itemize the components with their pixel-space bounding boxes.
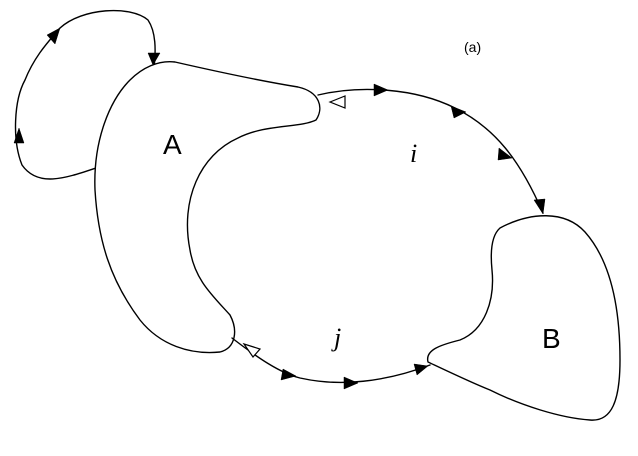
path-j-start-marker bbox=[242, 342, 262, 358]
path-i-start-marker bbox=[328, 95, 346, 109]
path-j-arrow-1 bbox=[280, 368, 297, 381]
path-j-label: j bbox=[331, 323, 341, 352]
region-b-label: B bbox=[542, 323, 561, 354]
region-a-shape bbox=[94, 61, 321, 354]
region-b-shape bbox=[426, 215, 621, 421]
region-a-label: A bbox=[163, 129, 182, 160]
path-i-arc bbox=[317, 88, 544, 214]
figure-tag: (a) bbox=[464, 39, 481, 55]
self-loop-arc bbox=[14, 9, 156, 180]
path-j-arrow-3 bbox=[413, 363, 429, 376]
path-i-arrow-1 bbox=[373, 83, 389, 97]
path-j-arc bbox=[231, 337, 431, 384]
path-i-arrow-3 bbox=[497, 147, 513, 161]
self-loop-arrow-up-2 bbox=[46, 27, 61, 45]
path-j-arrow-2 bbox=[343, 376, 359, 390]
path-i-label: i bbox=[410, 139, 417, 168]
self-loop-arrow-down bbox=[147, 52, 161, 66]
path-i-arrow-2 bbox=[450, 105, 467, 119]
self-loop-arrow-up-1 bbox=[13, 127, 25, 144]
path-i-arrow-4 bbox=[533, 198, 546, 215]
